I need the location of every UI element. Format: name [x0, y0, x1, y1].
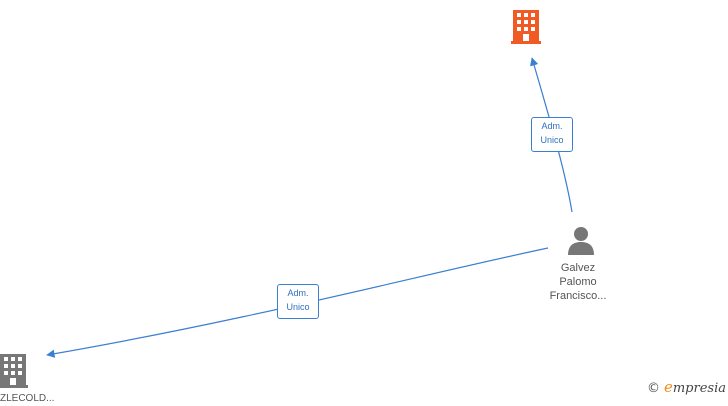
empresia-watermark: ©empresia — [647, 378, 726, 396]
brand-initial: e — [663, 378, 673, 396]
brand-name: mpresia — [672, 381, 726, 396]
person-name-label[interactable]: Galvez Palomo Francisco... — [549, 262, 607, 302]
edge-role-label: Adm. Unico — [277, 284, 319, 319]
person-icon[interactable] — [566, 225, 596, 255]
copyright-symbol: © — [646, 381, 660, 396]
edge-role-label: Adm. Unico — [531, 117, 573, 152]
company-name-label[interactable]: ZLECOLD... — [0, 393, 55, 404]
building-icon[interactable] — [511, 10, 541, 44]
building-icon[interactable] — [0, 354, 28, 388]
edge-person-to-bottom-company — [46, 247, 549, 358]
